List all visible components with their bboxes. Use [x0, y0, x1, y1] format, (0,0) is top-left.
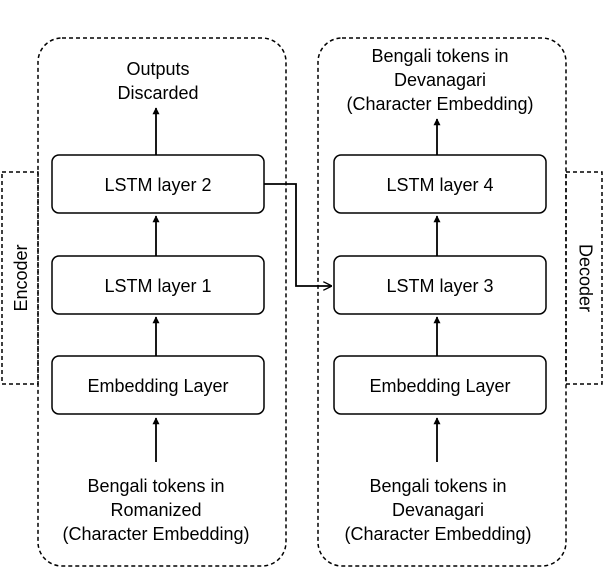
encoder-output-label-line1: Outputs	[126, 59, 189, 79]
lstm-layer-4-box	[333, 154, 547, 214]
decoder-input-label-line2: Devanagari	[392, 500, 484, 520]
lstm-layer-3-label: LSTM layer 3	[386, 276, 493, 296]
decoder-output-label-line3: (Character Embedding)	[346, 94, 533, 114]
encoder-embedding-label: Embedding Layer	[87, 376, 228, 396]
decoder-output-label-line2: Devanagari	[394, 70, 486, 90]
encoder-input-label-line1: Bengali tokens in	[87, 476, 224, 496]
decoder-input-label-line1: Bengali tokens in	[369, 476, 506, 496]
encoder-input-label-line3: (Character Embedding)	[62, 524, 249, 544]
decoder-embedding-box	[333, 355, 547, 415]
encoder-group	[37, 37, 287, 567]
encoder-input-label-line2: Romanized	[110, 500, 201, 520]
encoder-output-label-line2: Discarded	[117, 83, 198, 103]
decoder-input-label-line3: (Character Embedding)	[344, 524, 531, 544]
decoder-embedding-label: Embedding Layer	[369, 376, 510, 396]
arrow-lstm2-to-lstm3	[264, 183, 331, 286]
decoder-output-label-line1: Bengali tokens in	[371, 46, 508, 66]
lstm-layer-2-label: LSTM layer 2	[104, 175, 211, 195]
encoder-label: Encoder	[11, 244, 31, 311]
lstm-layer-4-label: LSTM layer 4	[386, 175, 493, 195]
lstm-layer-1-label: LSTM layer 1	[104, 276, 211, 296]
decoder-label: Decoder	[575, 244, 595, 312]
encoder-embedding-box	[51, 355, 265, 415]
decoder-side-tab	[565, 171, 603, 385]
encoder-side-tab	[1, 171, 39, 385]
lstm-layer-1-box	[51, 255, 265, 315]
lstm-layer-3-box	[333, 255, 547, 315]
